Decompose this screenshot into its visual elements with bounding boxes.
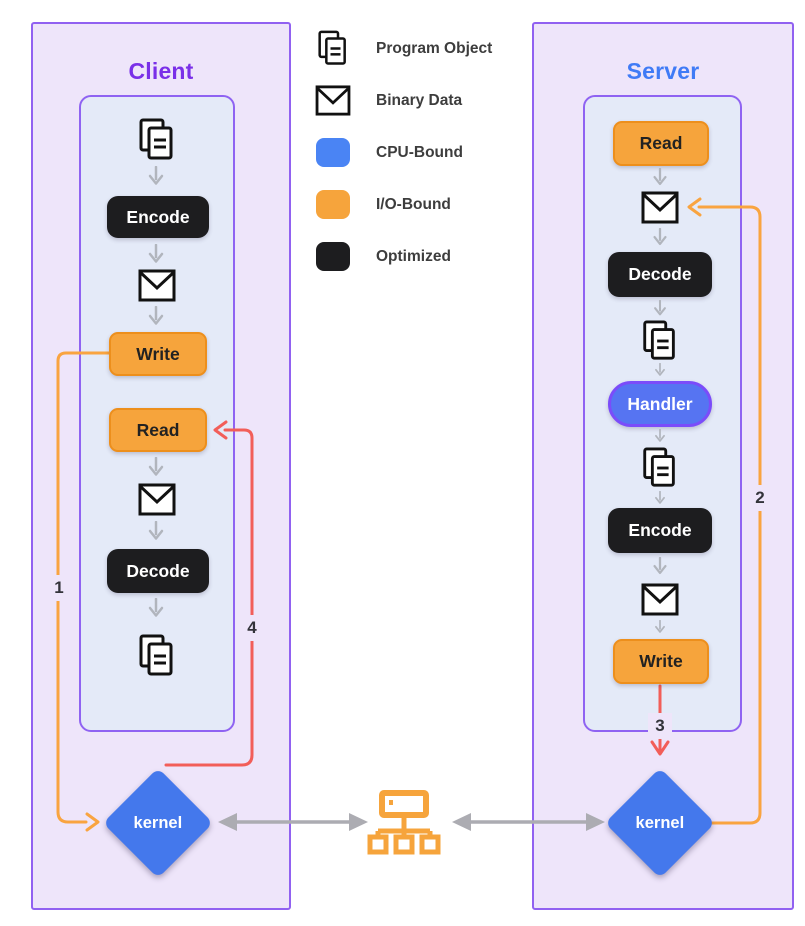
server-write-node: Write — [613, 639, 709, 684]
legend-label: Binary Data — [376, 91, 463, 109]
server-program-object-icon-1 — [642, 320, 678, 367]
optimized-swatch — [314, 242, 352, 271]
binary-data-icon — [314, 85, 352, 116]
flow-arrow-down-icon — [655, 429, 665, 442]
client-read-node: Read — [109, 408, 207, 452]
client-panel-title: Client — [128, 58, 194, 84]
flow-label-2: 2 — [748, 485, 772, 511]
flow-arrow-down-icon — [655, 491, 665, 504]
legend-row-io-bound: I/O-Bound — [314, 186, 534, 223]
client-kernel-label: kernel — [133, 813, 183, 832]
server-kernel-label: kernel — [635, 813, 685, 832]
legend: Program Object Binary Data CPU-Bound I/O… — [314, 30, 534, 290]
client-encode-node: Encode — [107, 196, 209, 238]
flow-label-4: 4 — [240, 615, 264, 641]
flow-arrow-down-icon — [148, 306, 164, 325]
legend-label: Optimized — [376, 247, 451, 265]
server-encode-node: Encode — [608, 508, 712, 553]
server-handler-node: Handler — [608, 381, 712, 427]
flow-arrow-down-icon — [148, 457, 164, 476]
flow-arrow-down-icon — [148, 521, 164, 540]
server-program-object-icon-2 — [642, 447, 678, 494]
legend-row-program-object: Program Object — [314, 30, 534, 67]
client-binary-data-icon-1 — [138, 269, 176, 307]
client-program-object-icon-top — [139, 118, 175, 167]
legend-label: Program Object — [376, 39, 493, 57]
flow-label-3: 3 — [648, 713, 672, 739]
legend-row-optimized: Optimized — [314, 238, 534, 275]
legend-row-binary-data: Binary Data — [314, 82, 534, 119]
cpu-bound-swatch — [314, 138, 352, 167]
server-binary-data-icon-2 — [641, 583, 679, 621]
flow-arrow-down-icon — [653, 168, 667, 186]
flow-label-1: 1 — [47, 575, 71, 601]
flow-arrow-down-icon — [148, 166, 164, 185]
client-write-node: Write — [109, 332, 207, 376]
server-decode-node: Decode — [608, 252, 712, 297]
flow-arrow-down-icon — [148, 244, 164, 263]
flow-arrow-down-icon — [653, 228, 667, 246]
client-decode-node: Decode — [107, 549, 209, 593]
flow-arrow-down-icon — [654, 300, 666, 316]
server-binary-data-icon-1 — [641, 191, 679, 229]
program-object-icon — [314, 30, 352, 67]
io-bound-swatch — [314, 190, 352, 219]
network-switch-icon — [367, 790, 441, 855]
legend-row-cpu-bound: CPU-Bound — [314, 134, 534, 171]
client-binary-data-icon-2 — [138, 483, 176, 521]
server-panel-title: Server — [626, 58, 700, 84]
client-program-object-icon-bottom — [139, 634, 175, 683]
legend-label: I/O-Bound — [376, 195, 451, 213]
flow-arrow-down-icon — [148, 598, 164, 617]
flow-arrow-down-icon — [653, 557, 667, 575]
flow-arrow-down-icon — [655, 363, 665, 376]
legend-label: CPU-Bound — [376, 143, 463, 161]
server-read-node: Read — [613, 121, 709, 166]
flow-arrow-down-icon — [655, 620, 665, 633]
